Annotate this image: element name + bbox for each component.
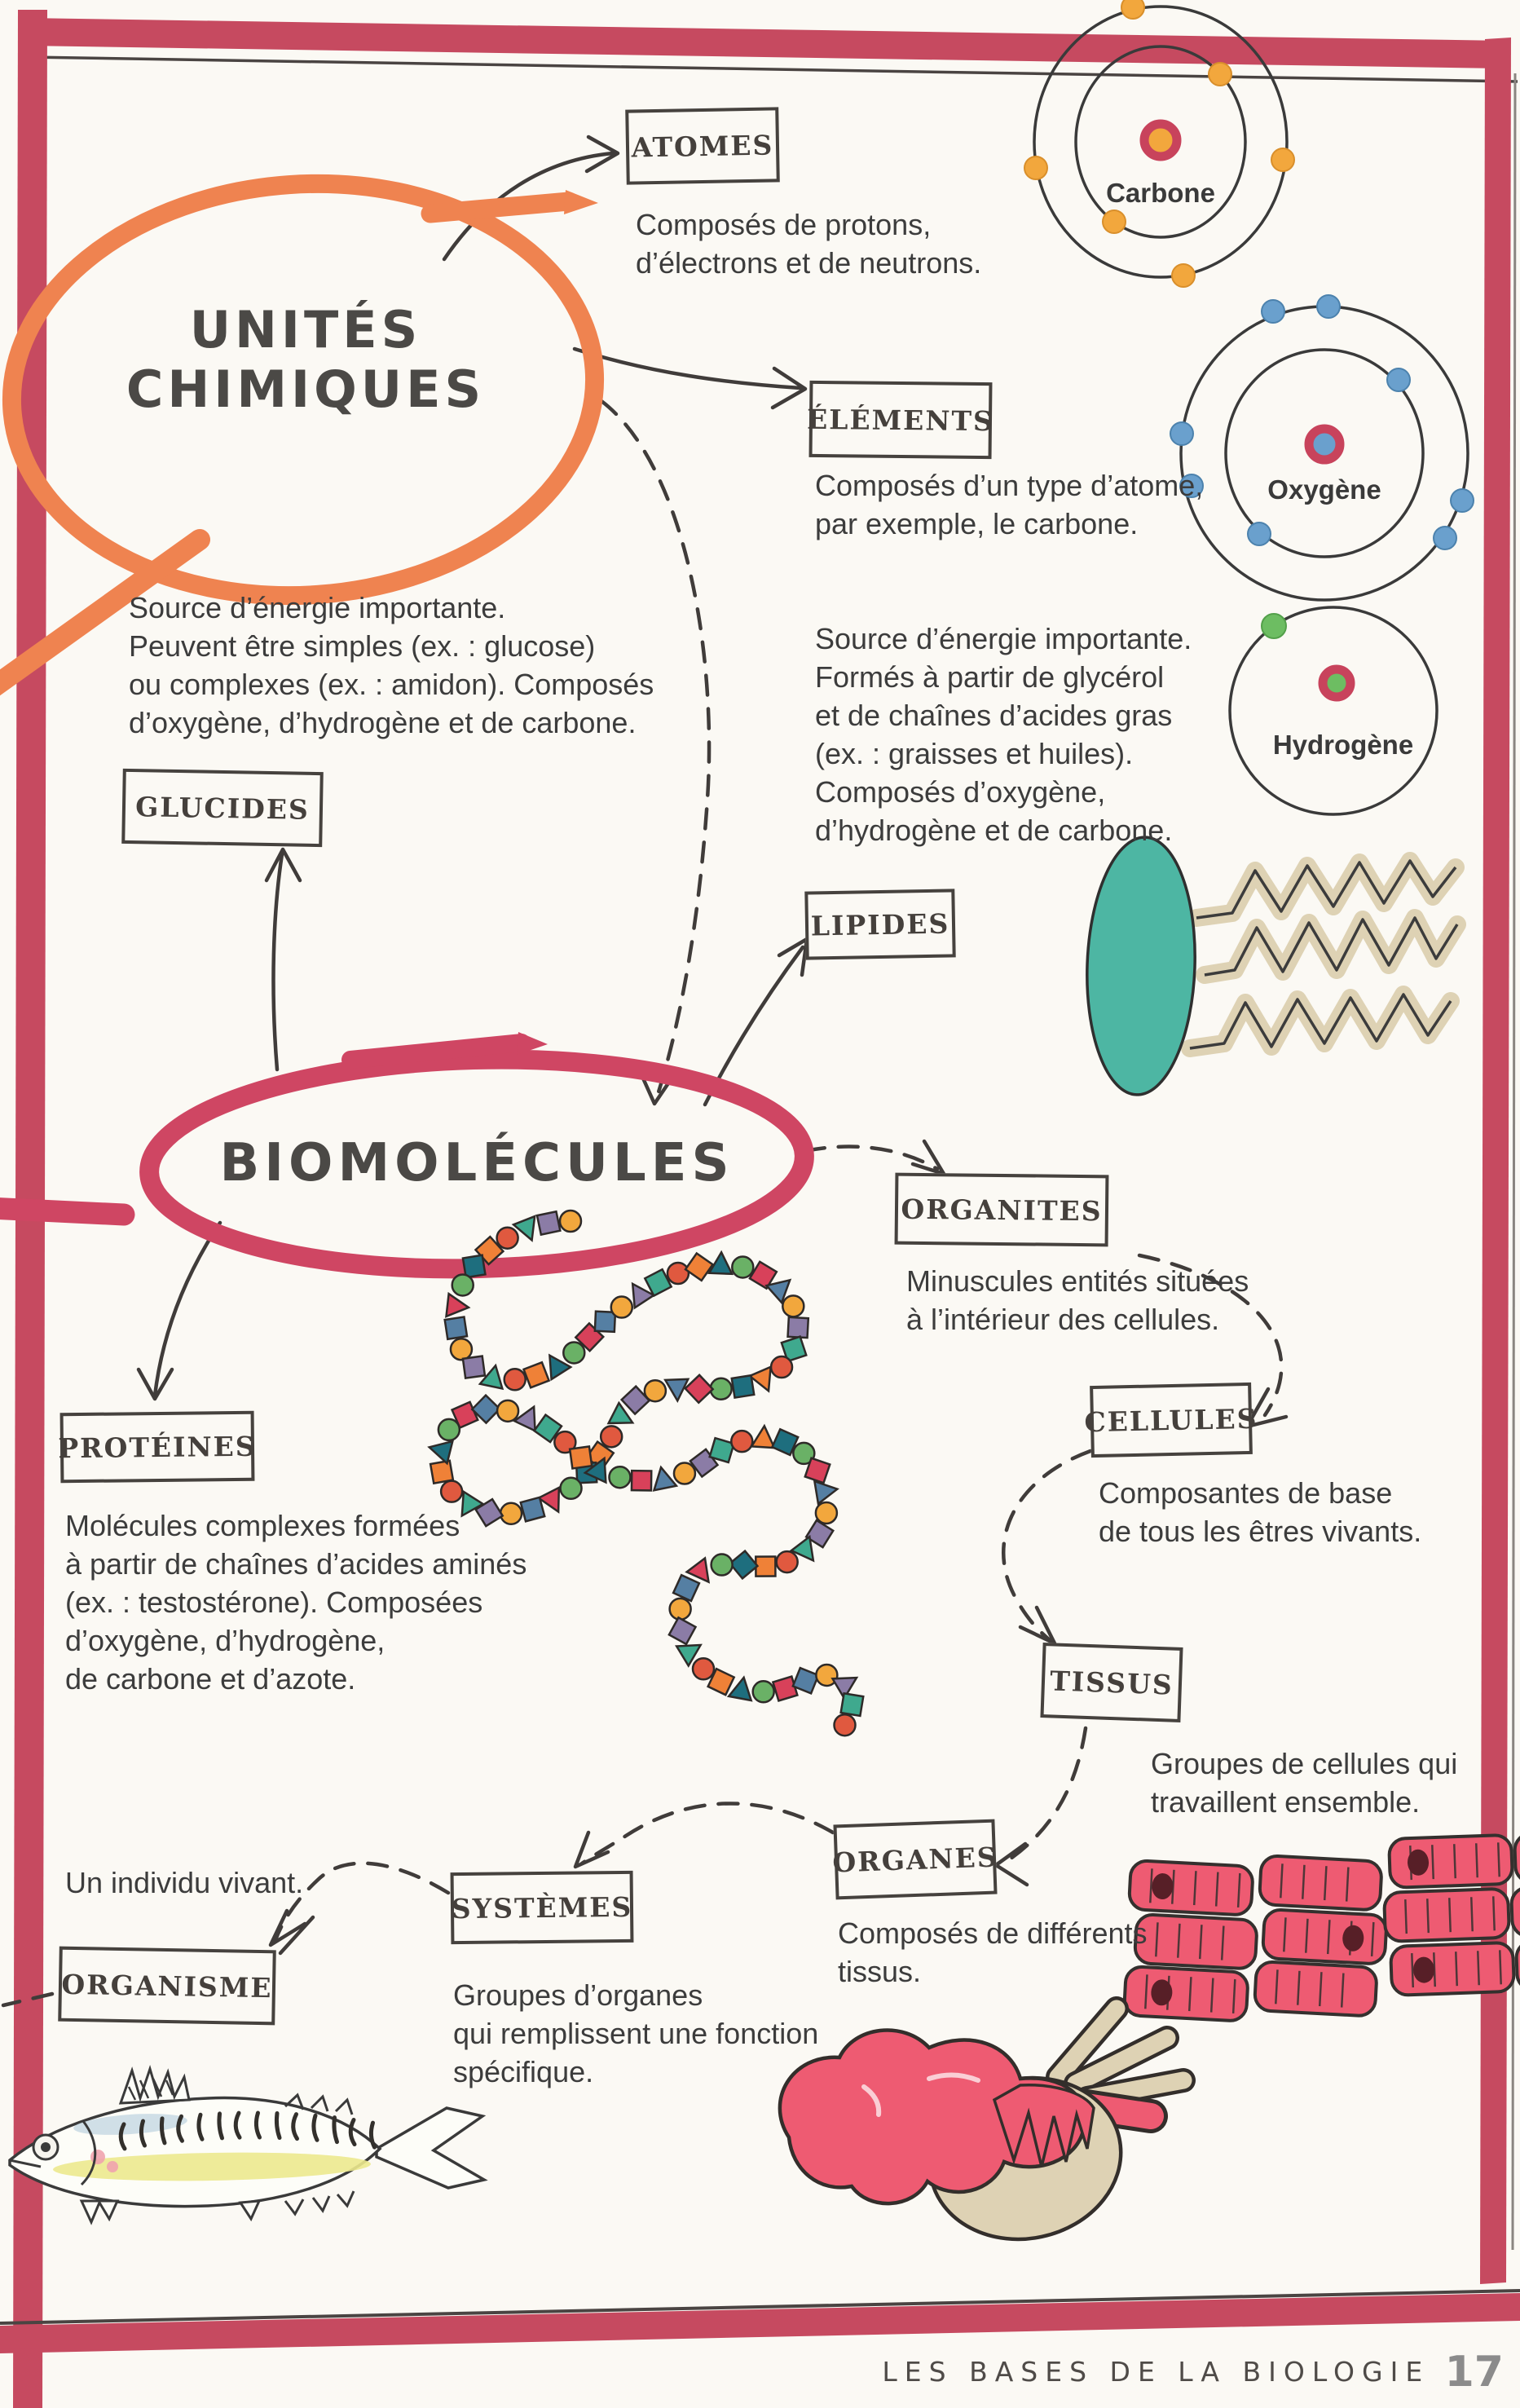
oxygene-atom-illustration: Oxygène — [1170, 294, 1474, 602]
node-organisme: ORGANISME — [58, 1946, 276, 2026]
hydrogene-atom-label: Hydrogène — [1273, 730, 1413, 760]
desc-elements: Composés d’un type d’atome, par exemple,… — [815, 469, 1204, 540]
connectors — [1, 135, 1289, 2008]
node-systemes-label: SYSTÈMES — [451, 1890, 633, 1925]
desc-lipides: Source d’énergie importante. Formés à pa… — [815, 622, 1192, 847]
hydrogene-atom-illustration: Hydrogène — [1228, 606, 1438, 816]
desc-systemes: Groupes d’organes qui remplissent une fo… — [453, 1978, 819, 2088]
node-organites: ORGANITES — [894, 1172, 1109, 1247]
proteine-chain-illustration — [427, 1209, 865, 1737]
node-organisme-label: ORGANISME — [61, 1968, 273, 2004]
desc-organites: Minuscules entités situées à l’intérieur… — [906, 1264, 1249, 1336]
node-proteines-label: PROTÉINES — [58, 1430, 257, 1464]
title-biomolecules: BIOMOLÉCULES — [219, 1133, 734, 1193]
footer-page-number: 17 — [1444, 2348, 1504, 2397]
node-lipides-label: LIPIDES — [810, 907, 950, 942]
node-atomes: ATOMES — [625, 107, 780, 185]
carbone-atom-illustration: Carbone — [1024, 0, 1295, 288]
node-tissus: TISSUS — [1040, 1643, 1183, 1722]
title-unites-chimiques: UNITÉS CHIMIQUES — [53, 300, 558, 419]
desc-tissus: Groupes de cellules qui travaillent ense… — [1151, 1747, 1458, 1819]
lipide-molecule-illustration — [1086, 836, 1466, 1096]
node-systemes: SYSTÈMES — [450, 1870, 634, 1945]
desc-proteines: Molécules complexes formées à partir de … — [65, 1509, 527, 1696]
oxygene-atom-label: Oxygène — [1267, 474, 1381, 505]
node-organites-label: ORGANITES — [901, 1193, 1103, 1227]
footer-chapter-title: LES BASES DE LA BIOLOGIE — [882, 2356, 1430, 2388]
unites-chimiques-oval — [0, 174, 605, 696]
desc-cellules: Composantes de base de tous les êtres vi… — [1099, 1476, 1422, 1548]
node-cellules-label: CELLULES — [1084, 1402, 1258, 1438]
carbone-atom-label: Carbone — [1106, 178, 1215, 208]
desc-organisme: Un individu vivant. — [65, 1866, 304, 1899]
tissu-cells-illustration — [1122, 1828, 1520, 2022]
node-elements-label: ÉLÉMENTS — [806, 403, 995, 437]
node-glucides: GLUCIDES — [121, 768, 324, 848]
node-atomes-label: ATOMES — [631, 128, 774, 164]
node-cellules: CELLULES — [1084, 1382, 1258, 1458]
desc-organes: Composés de différents tissus. — [838, 1916, 1148, 1988]
organisme-fish-illustration — [8, 2064, 488, 2225]
node-proteines: PROTÉINES — [58, 1410, 257, 1484]
page-footer: LES BASES DE LA BIOLOGIE 17 — [815, 2348, 1504, 2397]
desc-glucides: Source d’énergie importante. Peuvent êtr… — [129, 591, 654, 739]
node-organes: ORGANES — [831, 1819, 999, 1900]
node-tissus-label: TISSUS — [1049, 1664, 1174, 1701]
node-organes-label: ORGANES — [831, 1840, 999, 1879]
desc-atomes: Composés de protons, d’électrons et de n… — [636, 208, 982, 280]
organe-heart-illustration — [778, 1996, 1196, 2242]
title-unites-line1: UNITÉS — [189, 300, 422, 359]
node-lipides: LIPIDES — [804, 889, 956, 960]
node-glucides-label: GLUCIDES — [134, 790, 311, 826]
title-unites-line2: CHIMIQUES — [126, 359, 486, 419]
node-elements: ÉLÉMENTS — [806, 380, 995, 460]
